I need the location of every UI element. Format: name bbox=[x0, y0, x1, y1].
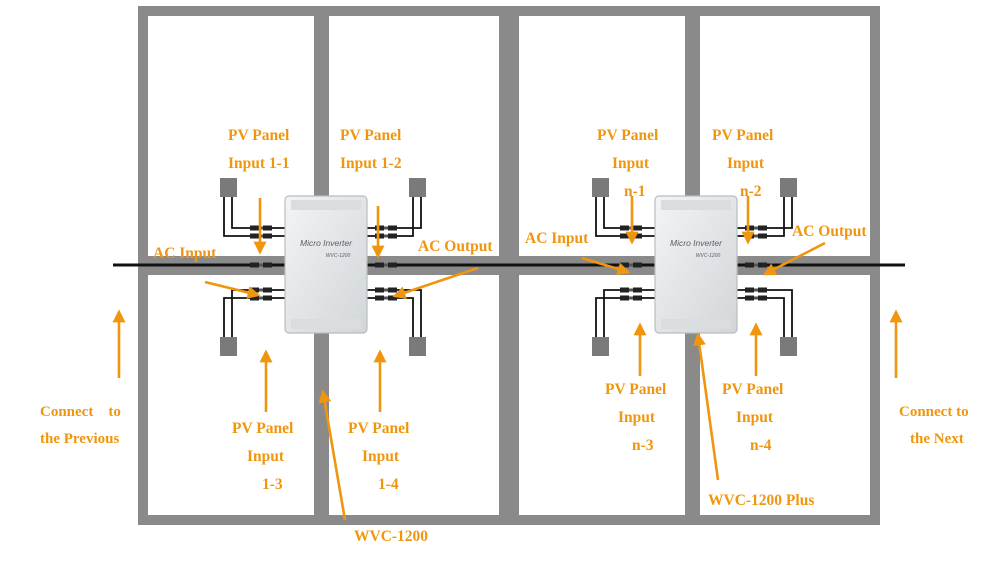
label-pv-panel-n-2: PV Panel bbox=[712, 127, 774, 144]
label-pv-panel-n-4: PV Panel bbox=[722, 381, 784, 398]
inverter-group-right: Micro Inverter WVC-1200 bbox=[592, 178, 797, 356]
label-input-1-3: Input bbox=[247, 448, 285, 465]
label-input-n-2: Input bbox=[727, 155, 765, 172]
label-id-1-4: 1-4 bbox=[378, 476, 399, 493]
solar-panel-1-1 bbox=[138, 6, 324, 266]
label-ac-output-left: AC Output bbox=[418, 238, 493, 255]
label-pv-panel-n-1: PV Panel bbox=[597, 127, 659, 144]
label-pv-panel-1-1: PV Panel bbox=[228, 127, 290, 144]
label-connect-next-2: the Next bbox=[910, 431, 964, 447]
label-ac-output-right: AC Output bbox=[792, 223, 867, 240]
label-id-n-4: n-4 bbox=[750, 437, 772, 454]
label-model-left: WVC-1200 bbox=[354, 528, 428, 545]
label-id-n-3: n-3 bbox=[632, 437, 654, 454]
inverter-left-title: Micro Inverter bbox=[300, 238, 353, 248]
label-connect-previous-2: the Previous bbox=[40, 431, 119, 447]
label-ac-input-right: AC Input bbox=[525, 230, 589, 247]
arrow-ac-output-right bbox=[762, 241, 826, 276]
junction-box-1-4 bbox=[409, 337, 426, 356]
label-pv-panel-1-3: PV Panel bbox=[232, 420, 294, 437]
label-input-n-4: Input bbox=[736, 409, 774, 426]
junction-box-1-2 bbox=[409, 178, 426, 197]
label-pv-panel-n-3: PV Panel bbox=[605, 381, 667, 398]
junction-box-1-1 bbox=[220, 178, 237, 197]
arrow-ac-input-right bbox=[581, 256, 631, 276]
label-ac-input-left: AC Input bbox=[153, 245, 217, 262]
label-input-1-4: Input bbox=[362, 448, 400, 465]
junction-box-n-3 bbox=[592, 337, 609, 356]
arrow-model-right bbox=[692, 332, 720, 481]
label-input-1-2: Input 1-2 bbox=[340, 155, 402, 172]
label-pv-panel-1-2: PV Panel bbox=[340, 127, 402, 144]
annotation-arrows bbox=[112, 196, 903, 521]
label-id-n-1: n-1 bbox=[624, 183, 646, 200]
label-connect-previous-1: Connect to bbox=[40, 404, 121, 420]
micro-inverter-left: Micro Inverter WVC-1200 bbox=[284, 195, 368, 334]
inverter-right-model: WVC-1200 bbox=[696, 253, 721, 259]
inverter-right-title: Micro Inverter bbox=[670, 238, 723, 248]
label-input-n-1: Input bbox=[612, 155, 650, 172]
label-input-1-1: Input 1-1 bbox=[228, 155, 290, 172]
micro-inverter-right: Micro Inverter WVC-1200 bbox=[654, 195, 738, 334]
solar-panel-n-2 bbox=[690, 6, 880, 266]
arrow-model-left bbox=[318, 389, 347, 521]
junction-box-1-3 bbox=[220, 337, 237, 356]
label-input-n-3: Input bbox=[618, 409, 656, 426]
inverter-group-left: Micro Inverter WVC-1200 bbox=[220, 178, 426, 356]
arrow-ac-input-left bbox=[204, 280, 261, 299]
label-id-n-2: n-2 bbox=[740, 183, 762, 200]
label-connect-next-1: Connect to bbox=[899, 404, 969, 420]
label-model-right: WVC-1200 Plus bbox=[708, 492, 814, 509]
junction-box-n-4 bbox=[780, 337, 797, 356]
inverter-left-model: WVC-1200 bbox=[326, 253, 351, 259]
junction-box-n-2 bbox=[780, 178, 797, 197]
label-pv-panel-1-4: PV Panel bbox=[348, 420, 410, 437]
label-id-1-3: 1-3 bbox=[262, 476, 283, 493]
junction-box-n-1 bbox=[592, 178, 609, 197]
annotation-labels: PV Panel Input 1-1 PV Panel Input 1-2 AC… bbox=[40, 127, 969, 545]
arrow-ac-output-left bbox=[392, 266, 479, 299]
